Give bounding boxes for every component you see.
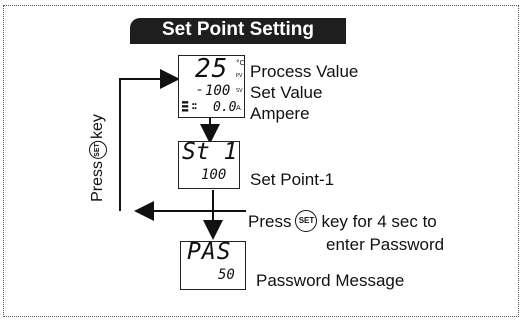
arrow-loop-back	[119, 69, 180, 211]
password-value-readout: 50	[218, 267, 235, 283]
status-leds: ▀▀▀▀▀▀	[182, 101, 189, 114]
indicator-dash: =	[197, 87, 203, 94]
side-press-text: Press	[89, 161, 106, 202]
ampere-readout: 0.0	[213, 100, 237, 115]
instruction-suffix-text: key for 4 sec to	[321, 211, 437, 231]
password-message-label: Password Message	[256, 271, 405, 290]
side-key-text: key	[89, 114, 106, 139]
password-instruction-line1: Press SET key for 4 sec to	[248, 210, 437, 232]
set-key-icon: SET	[295, 210, 318, 232]
side-set-key-icon: SET	[89, 141, 107, 159]
instruction-press-text: Press	[248, 211, 292, 231]
set-point-label: Set Point-1	[250, 170, 335, 189]
display-password: PAS 50	[180, 239, 246, 290]
set-value-readout: 100	[205, 83, 231, 99]
unit-pv: PV	[236, 73, 243, 79]
unit-degc: °C	[236, 59, 245, 67]
set-value-label: Set Value	[250, 83, 323, 102]
ampere-label: Ampere	[250, 104, 310, 123]
title-underline	[130, 42, 346, 44]
process-value-label: Process Value	[250, 62, 359, 81]
display-set-point: St 1 100	[178, 139, 240, 189]
display-run-mode: 25 °C PV 100 SV = 0.0 A ▀▀▀▀▀▀ ▪▪▪▪	[178, 54, 245, 118]
setpoint-value-readout: 100	[201, 167, 227, 183]
status-leds-2: ▪▪▪▪	[192, 102, 197, 110]
password-mnemonic-readout: PAS	[187, 239, 232, 265]
diagram-title: Set Point Setting	[130, 18, 346, 42]
unit-sv: SV	[236, 88, 243, 94]
setpoint-mnemonic-readout: St 1	[182, 139, 238, 165]
side-press-set-key-label: Press SET key	[89, 114, 107, 202]
process-value-readout: 25	[195, 54, 229, 84]
unit-ampere: A	[236, 104, 241, 112]
diagram-frame	[3, 5, 519, 317]
password-instruction-line2: enter Password	[326, 235, 445, 254]
